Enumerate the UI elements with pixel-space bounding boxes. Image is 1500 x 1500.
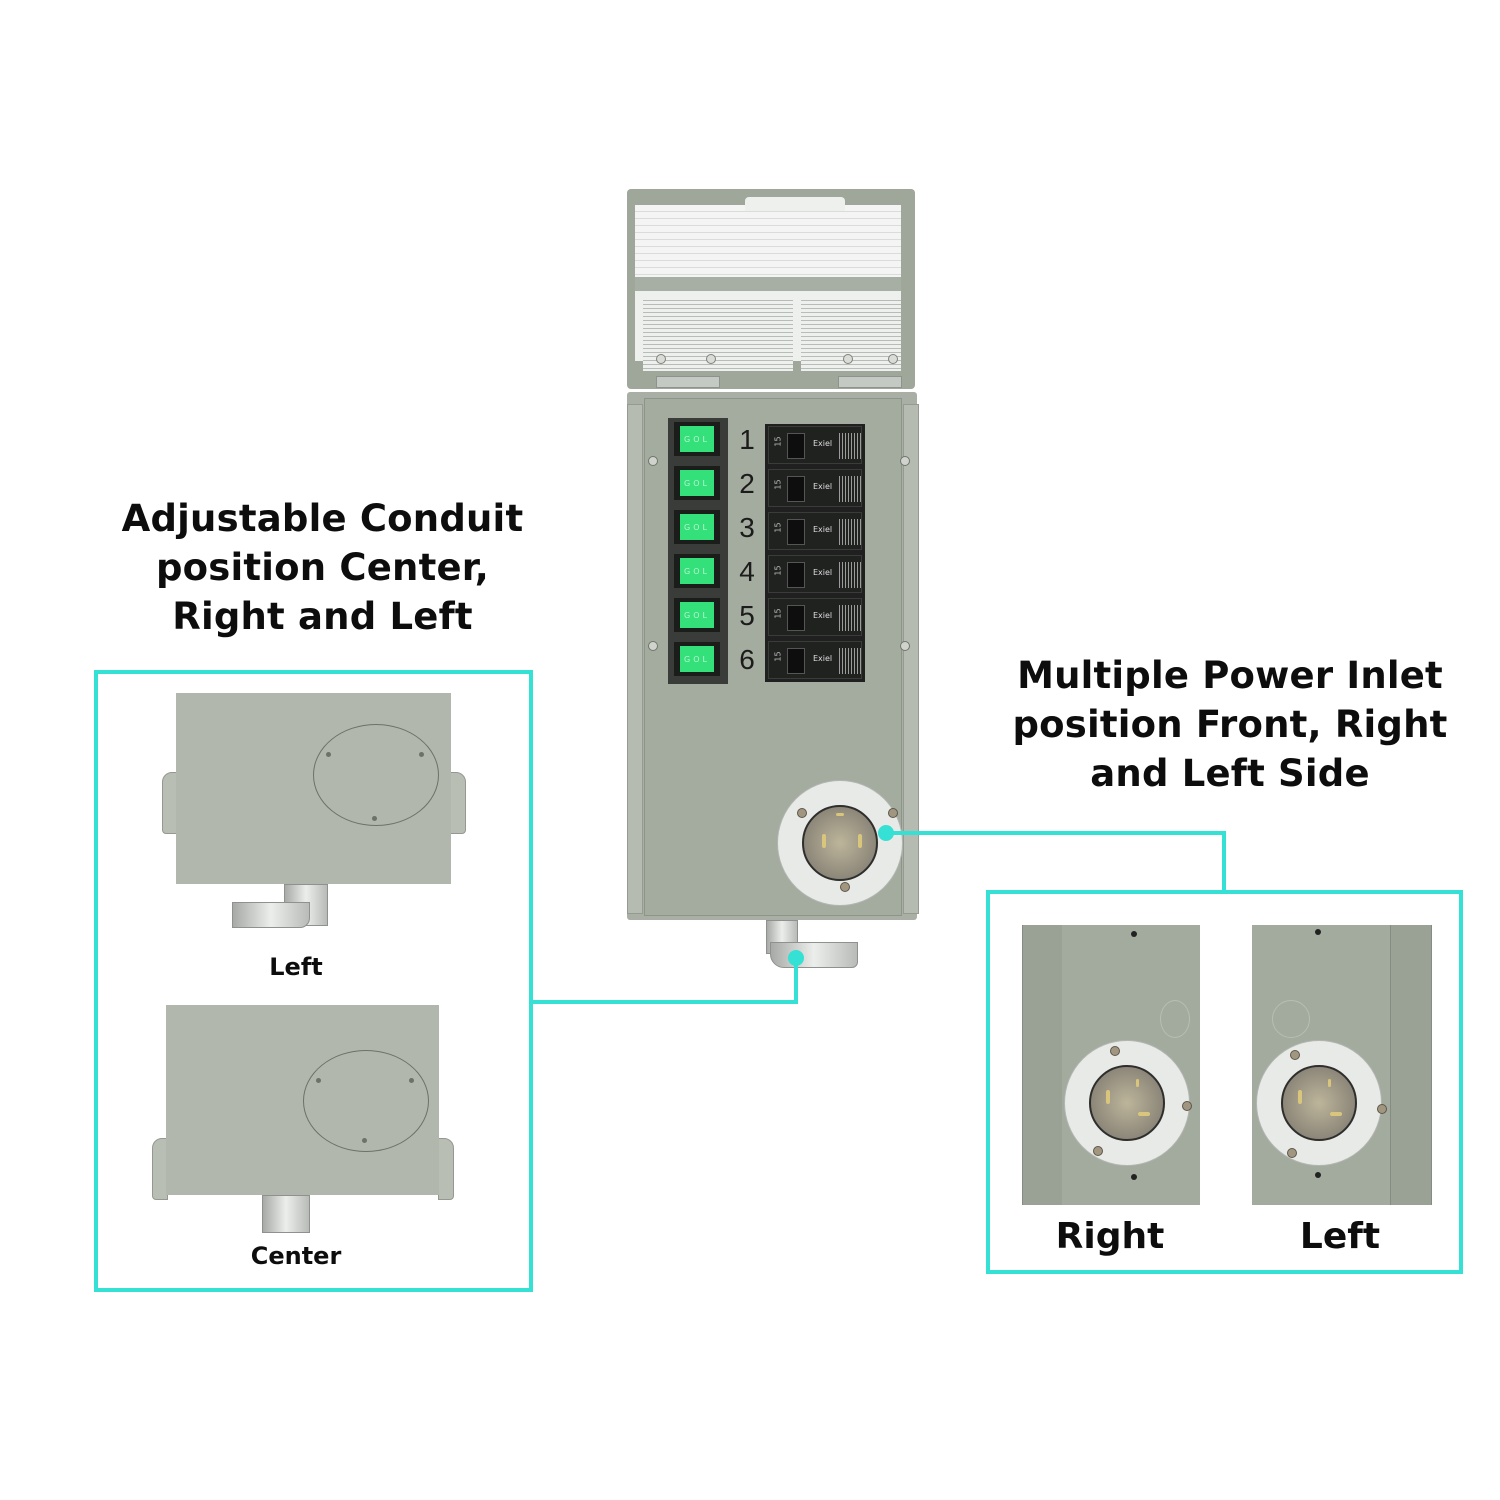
inlet-prong	[858, 834, 862, 848]
panel-screw	[900, 456, 910, 466]
circuit-switch-column: GOL GOL GOL GOL GOL GOL	[668, 418, 728, 684]
breaker-handle[interactable]	[787, 519, 805, 545]
lid-hinge	[656, 376, 720, 388]
knockout-circle	[1272, 1000, 1310, 1038]
mounting-ear	[438, 1138, 454, 1200]
conduit-elbow-left	[232, 902, 310, 928]
panel-screw	[648, 641, 658, 651]
circuit-number-4: 4	[739, 556, 755, 587]
breaker-handle[interactable]	[787, 605, 805, 631]
breaker-handle[interactable]	[787, 433, 805, 459]
inlet-heading: Multiple Power Inlet position Front, Rig…	[1000, 651, 1460, 798]
inlet-heading-line-3: and Left Side	[1090, 752, 1370, 795]
panel-screw	[648, 456, 658, 466]
lid-instruction-label	[635, 197, 901, 371]
conduit-elbow	[770, 942, 858, 968]
knockout-circle	[313, 724, 439, 826]
connector-line	[886, 831, 1226, 835]
circuit-number-2: 2	[739, 468, 755, 499]
side-power-inlet-right	[1064, 1040, 1190, 1166]
conduit-heading-line-3: Right and Left	[172, 595, 473, 638]
inlet-receptacle	[1089, 1065, 1165, 1141]
circuit-switch-3[interactable]: GOL	[674, 510, 720, 544]
lid-screw	[706, 354, 716, 364]
breaker-handle[interactable]	[787, 476, 805, 502]
conduit-view-label-center: Center	[250, 1242, 342, 1270]
circuit-switch-4[interactable]: GOL	[674, 554, 720, 588]
mounting-flange-left	[627, 404, 643, 914]
circuit-number-5: 5	[739, 600, 755, 631]
conduit-fitting-center	[262, 1195, 310, 1233]
inlet-prong	[822, 834, 826, 848]
connector-line	[1222, 831, 1226, 893]
inlet-screw	[840, 882, 850, 892]
inlet-prong	[836, 813, 844, 816]
breaker-handle[interactable]	[787, 562, 805, 588]
lid-screw	[656, 354, 666, 364]
connector-line	[794, 958, 798, 1004]
mounting-flange-right	[903, 404, 919, 914]
enclosure-edge	[1390, 925, 1432, 1205]
side-power-inlet-left	[1256, 1040, 1382, 1166]
lid-screw	[888, 354, 898, 364]
connector-dot	[878, 825, 894, 841]
circuit-switch-5[interactable]: GOL	[674, 598, 720, 632]
panel-lid	[627, 189, 915, 389]
knockout-circle	[303, 1050, 429, 1152]
connector-line	[530, 1000, 798, 1004]
inlet-receptacle	[802, 805, 878, 881]
inlet-screw	[797, 808, 807, 818]
circuit-number-3: 3	[739, 512, 755, 543]
circuit-number-6: 6	[739, 644, 755, 675]
lid-hinge	[838, 376, 902, 388]
inlet-heading-line-2: position Front, Right	[1012, 703, 1448, 746]
inlet-heading-line-1: Multiple Power Inlet	[1017, 654, 1443, 697]
conduit-heading-line-1: Adjustable Conduit	[121, 497, 524, 540]
inlet-view-label-left: Left	[1299, 1216, 1381, 1257]
circuit-switch-1[interactable]: GOL	[674, 422, 720, 456]
circuit-number-1: 1	[739, 424, 755, 455]
conduit-heading-line-2: position Center,	[155, 546, 490, 589]
panel-screw	[900, 641, 910, 651]
circuit-switch-6[interactable]: GOL	[674, 642, 720, 676]
inlet-screw	[888, 808, 898, 818]
mounting-ear	[450, 772, 466, 834]
circuit-switch-2[interactable]: GOL	[674, 466, 720, 500]
inlet-view-label-right: Right	[1055, 1216, 1165, 1257]
knockout-circle	[1160, 1000, 1190, 1038]
conduit-view-label-left: Left	[269, 953, 323, 981]
connector-dot	[788, 950, 804, 966]
conduit-heading: Adjustable Conduit position Center, Righ…	[95, 494, 550, 641]
inlet-receptacle	[1281, 1065, 1357, 1141]
lid-screw	[843, 354, 853, 364]
enclosure-edge	[1022, 925, 1064, 1205]
breaker-handle[interactable]	[787, 648, 805, 674]
